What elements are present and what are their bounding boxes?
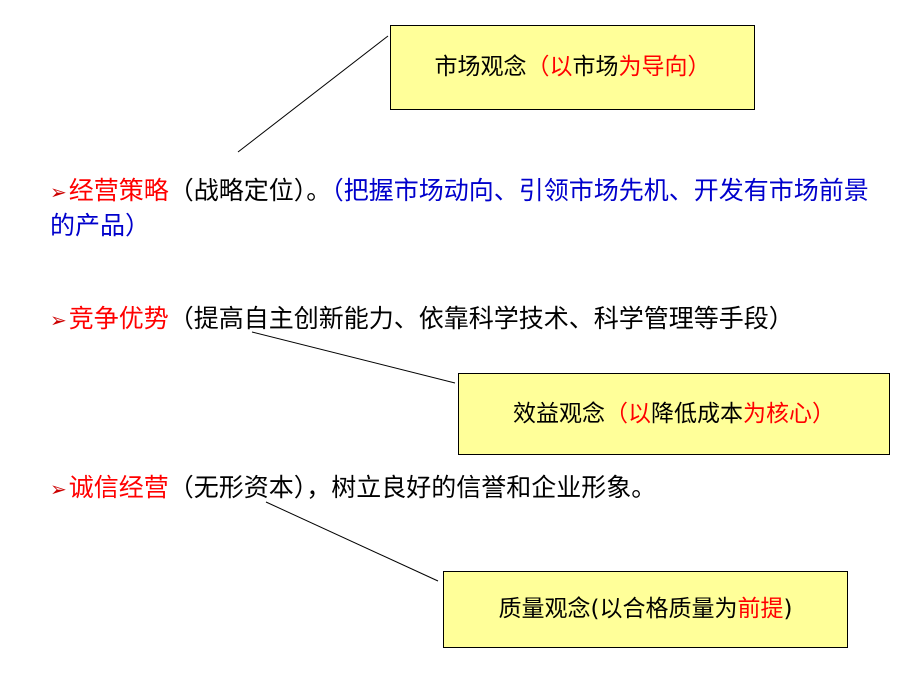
connector-line-benefit bbox=[251, 331, 456, 384]
market-concept-orientation: 为导向） bbox=[618, 54, 711, 80]
business-strategy-detail: （战略定位）。 bbox=[168, 176, 332, 205]
business-strategy-title: 经营策略 bbox=[68, 176, 169, 205]
market-concept-callout: 市场观念（以市场为导向） bbox=[390, 25, 755, 110]
connector-line-quality bbox=[265, 501, 439, 582]
integrity-management-detail: （无形资本），树立良好的信誉和企业形象。 bbox=[168, 473, 657, 502]
arrow-bullet-icon: ➢ bbox=[50, 180, 67, 204]
benefit-concept-open: （以 bbox=[605, 400, 651, 427]
integrity-management-point: ➢诚信经营（无形资本），树立良好的信誉和企业形象。 bbox=[50, 471, 690, 506]
market-concept-label: 市场观念 bbox=[434, 54, 527, 80]
market-concept-focus: 市场 bbox=[572, 54, 619, 80]
arrow-bullet-icon: ➢ bbox=[50, 477, 67, 501]
competitive-advantage-detail: （提高自主创新能力、依靠科学技术、科学管理等手段） bbox=[168, 304, 794, 333]
quality-concept-close: ) bbox=[783, 596, 793, 622]
quality-concept-label: 质量观念(以合格质量为 bbox=[498, 596, 738, 622]
quality-concept-premise: 前提 bbox=[737, 596, 784, 622]
business-strategy-note: （把握市场动向、引领市场先机、开发有市场前景的产品） bbox=[50, 176, 869, 240]
arrow-bullet-icon: ➢ bbox=[50, 308, 67, 332]
business-strategy-point: ➢经营策略（战略定位）。（把握市场动向、引领市场先机、开发有市场前景的产品） bbox=[50, 174, 880, 243]
benefit-concept-core: 为核心） bbox=[743, 400, 835, 427]
market-concept-open: （以 bbox=[526, 54, 573, 80]
benefit-concept-callout: 效益观念（以降低成本为核心） bbox=[458, 373, 890, 455]
competitive-advantage-title: 竞争优势 bbox=[68, 304, 169, 333]
quality-concept-callout: 质量观念(以合格质量为前提) bbox=[443, 571, 848, 648]
competitive-advantage-point: ➢竞争优势（提高自主创新能力、依靠科学技术、科学管理等手段） bbox=[50, 302, 880, 337]
integrity-management-title: 诚信经营 bbox=[68, 473, 169, 502]
benefit-concept-label: 效益观念 bbox=[513, 400, 605, 427]
benefit-concept-focus: 降低成本 bbox=[651, 400, 743, 427]
connector-line-market bbox=[237, 35, 389, 153]
